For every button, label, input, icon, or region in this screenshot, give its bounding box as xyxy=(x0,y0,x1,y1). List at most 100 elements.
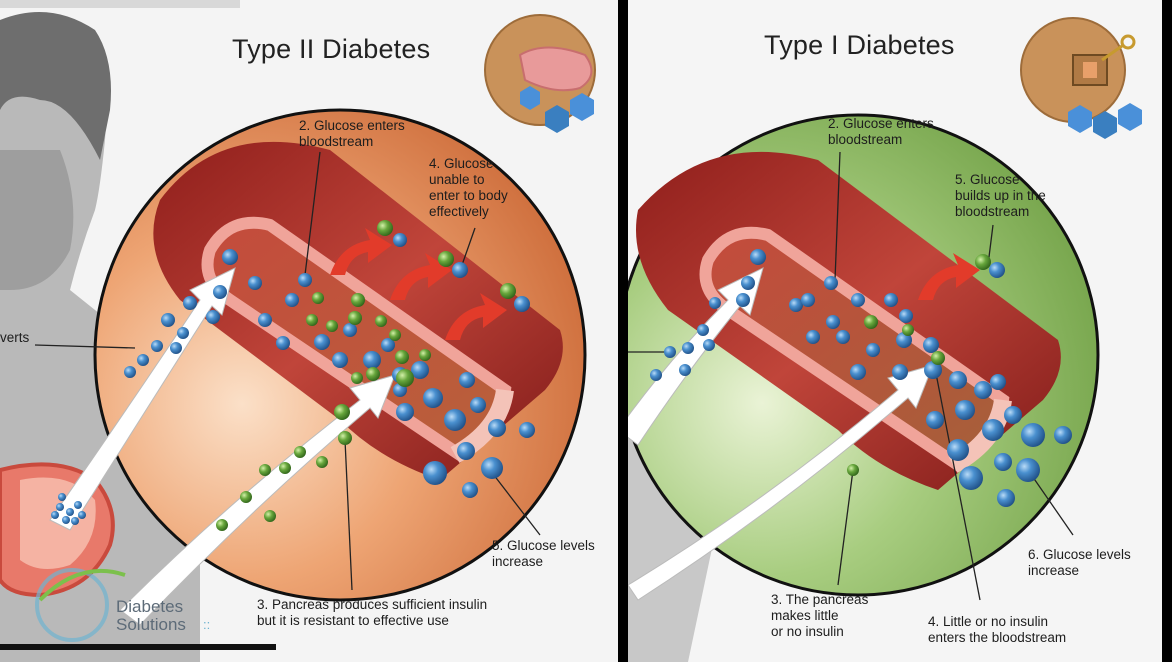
insulin-molecule xyxy=(312,292,324,304)
insulin-molecule xyxy=(351,293,365,307)
insulin-molecule xyxy=(316,456,328,468)
insulin-molecule xyxy=(500,283,516,299)
glucose-molecule xyxy=(801,293,815,307)
glucose-molecule xyxy=(58,493,66,501)
insulin-molecule xyxy=(348,311,362,325)
glucose-molecule xyxy=(736,293,750,307)
glucose-molecule xyxy=(1021,423,1045,447)
glucose-molecule xyxy=(74,501,82,509)
glucose-molecule xyxy=(750,249,766,265)
insulin-molecule xyxy=(338,431,352,445)
glucose-molecule xyxy=(71,517,79,525)
glucose-molecule xyxy=(923,337,939,353)
type1-label-glucose-levels: 6. Glucose levels increase xyxy=(1028,547,1131,578)
glucose-molecule xyxy=(444,409,466,431)
glucose-molecule xyxy=(51,511,59,519)
glucose-molecule xyxy=(462,482,478,498)
insulin-molecule xyxy=(264,510,276,522)
glucose-molecule xyxy=(997,489,1015,507)
glucose-molecule xyxy=(343,323,357,337)
red-arrows xyxy=(918,253,980,300)
leader-lines xyxy=(34,151,541,591)
glucose-molecule xyxy=(488,419,506,437)
logo-text: Diabetes Solutions xyxy=(116,597,186,634)
glucose-molecule xyxy=(411,361,429,379)
glucose-molecule xyxy=(457,442,475,460)
type2-label-glucose-enters: 2. Glucose enters bloodstream xyxy=(299,118,405,149)
glucose-molecule xyxy=(170,342,182,354)
type2-panel: Type II Diabetes 2. Glucose enters blood… xyxy=(0,0,618,662)
glucose-molecule xyxy=(332,352,348,368)
glucose-molecule xyxy=(1054,426,1072,444)
glucose-molecule xyxy=(248,276,262,290)
glucose-molecule xyxy=(959,466,983,490)
glucose-molecule xyxy=(206,310,220,324)
type1-panel: Type I Diabetes 2. Glucose enters bloods… xyxy=(628,0,1162,662)
glucose-molecule xyxy=(393,233,407,247)
insulin-molecule xyxy=(334,404,350,420)
pancreas-cell-thumbnail xyxy=(1020,17,1142,139)
glucose-molecule xyxy=(363,351,381,369)
glucose-molecule xyxy=(994,453,1012,471)
glucose-molecule xyxy=(124,366,136,378)
glucose-molecule xyxy=(298,273,312,287)
red-arrows xyxy=(330,228,507,340)
glucose-molecule xyxy=(990,374,1006,390)
type2-label-glucose-unable: 4. Glucose unable to enter to body effec… xyxy=(429,156,508,219)
insulin-molecule xyxy=(389,329,401,341)
glucose-molecule xyxy=(664,346,676,358)
glucose-molecule xyxy=(955,400,975,420)
insulin-molecule xyxy=(375,315,387,327)
glucose-molecule xyxy=(851,293,865,307)
insulin-molecule xyxy=(306,314,318,326)
insulin-molecule xyxy=(931,351,945,365)
glucose-molecule xyxy=(381,338,395,352)
glucose-molecule xyxy=(423,388,443,408)
glucose-molecule xyxy=(650,369,662,381)
insulin-molecule xyxy=(216,519,228,531)
pancreas-cell-thumbnail xyxy=(484,14,596,133)
logo-mark-dots: :: xyxy=(203,617,211,632)
insulin-molecule xyxy=(395,350,409,364)
glucose-molecule xyxy=(177,327,189,339)
glucose-molecule xyxy=(703,339,715,351)
glucose-molecule xyxy=(183,296,197,310)
type1-label-glucose-builds: 5. Glucose builds up in the bloodstream xyxy=(955,172,1046,219)
insulin-molecule xyxy=(975,254,991,270)
type1-label-pancreas: 3. The pancreas makes little or no insul… xyxy=(771,592,869,639)
glucose-molecule xyxy=(899,309,913,323)
glucose-insulin-particles xyxy=(51,220,535,531)
type1-label-little-insulin: 4. Little or no insulin enters the blood… xyxy=(928,614,1067,645)
glucose-molecule xyxy=(514,296,530,312)
glucose-molecule xyxy=(824,276,838,290)
type2-illustration xyxy=(0,0,596,662)
glucose-molecule xyxy=(709,297,721,309)
glucose-molecule xyxy=(222,249,238,265)
glucose-insulin-particles xyxy=(650,249,1072,507)
glucose-molecule xyxy=(697,324,709,336)
glucose-molecule xyxy=(974,381,992,399)
insulin-molecule xyxy=(438,251,454,267)
insulin-molecule xyxy=(279,462,291,474)
glucose-molecule xyxy=(741,276,755,290)
glucose-molecule xyxy=(866,343,880,357)
insulin-molecule xyxy=(294,446,306,458)
glucose-molecule xyxy=(459,372,475,388)
glucose-molecule xyxy=(314,334,330,350)
glucose-molecule xyxy=(679,364,691,376)
glucose-molecule xyxy=(519,422,535,438)
glucose-molecule xyxy=(884,293,898,307)
insulin-molecule xyxy=(377,220,393,236)
diabetes-solutions-logo-mark xyxy=(35,568,126,642)
glucose-molecule xyxy=(850,364,866,380)
glucose-molecule xyxy=(66,508,74,516)
type1-title: Type I Diabetes xyxy=(764,30,955,60)
glucose-molecule xyxy=(1016,458,1040,482)
glucose-molecule xyxy=(836,330,850,344)
glucose-molecule xyxy=(926,411,944,429)
glucose-molecule xyxy=(396,403,414,421)
glucose-molecule xyxy=(276,336,290,350)
glucose-molecule xyxy=(78,511,86,519)
type2-label-pancreas: 3. Pancreas produces sufficient insulin … xyxy=(257,597,488,628)
glucose-molecule xyxy=(137,354,149,366)
